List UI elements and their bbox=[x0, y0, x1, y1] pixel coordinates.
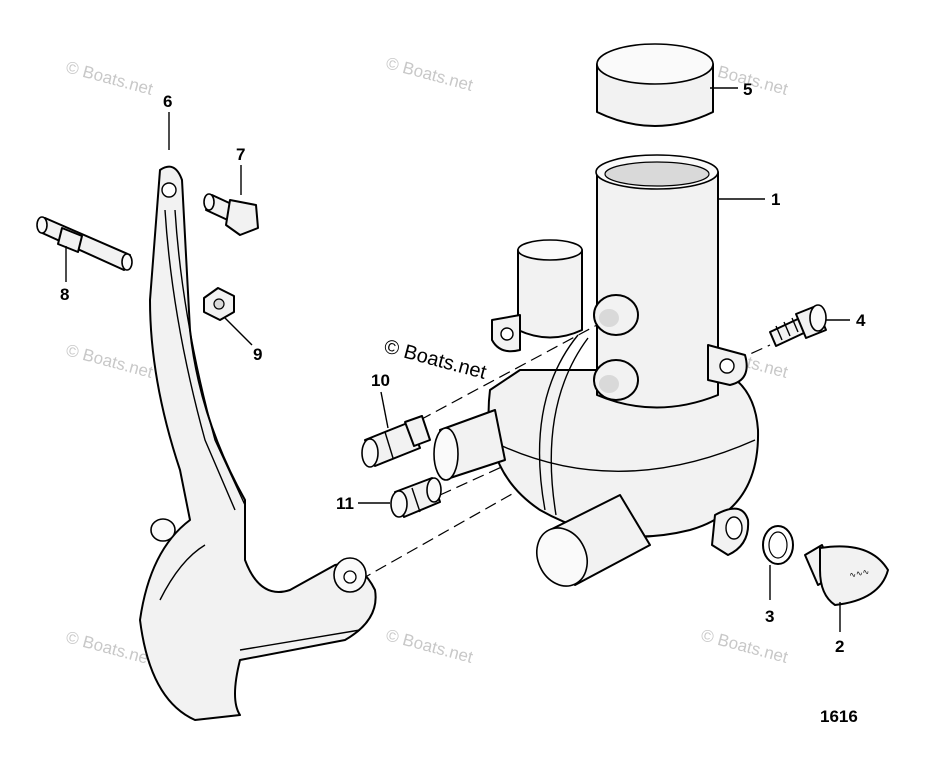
screw-part bbox=[769, 304, 827, 347]
bolt-part bbox=[203, 193, 259, 236]
callout-4: 4 bbox=[856, 311, 866, 330]
cap-part bbox=[596, 43, 714, 127]
fitting-upper-part bbox=[361, 415, 431, 468]
nut-part bbox=[203, 287, 235, 321]
drain-plug-part: ∿∿∿ bbox=[804, 544, 889, 606]
callout-10: 10 bbox=[371, 371, 390, 390]
callouts: 1 2 3 4 5 6 7 8 9 10 11 bbox=[60, 80, 866, 656]
housing-part bbox=[433, 154, 760, 587]
watermark: © Boats.net bbox=[699, 626, 790, 667]
leader-lines bbox=[65, 87, 850, 632]
callout-8: 8 bbox=[60, 285, 69, 304]
washer-part bbox=[762, 525, 794, 565]
watermark: © Boats.net bbox=[64, 58, 155, 99]
callout-6: 6 bbox=[163, 92, 172, 111]
stud-part bbox=[36, 216, 133, 271]
callout-3: 3 bbox=[765, 607, 774, 626]
callout-2: 2 bbox=[835, 637, 844, 656]
callout-11: 11 bbox=[336, 494, 354, 513]
watermark: © Boats.net bbox=[384, 626, 475, 667]
watermark-center: © Boats.net bbox=[382, 336, 489, 384]
fitting-lower-part bbox=[390, 477, 442, 518]
watermark: © Boats.net bbox=[384, 54, 475, 95]
figure-number: 1616 bbox=[820, 707, 858, 726]
watermark: © Boats.net bbox=[64, 341, 155, 382]
callout-5: 5 bbox=[743, 80, 752, 99]
callout-7: 7 bbox=[236, 145, 245, 164]
callout-1: 1 bbox=[771, 190, 780, 209]
bracket-part bbox=[139, 165, 377, 721]
svg-text:∿∿∿: ∿∿∿ bbox=[849, 567, 871, 580]
callout-9: 9 bbox=[253, 345, 262, 364]
